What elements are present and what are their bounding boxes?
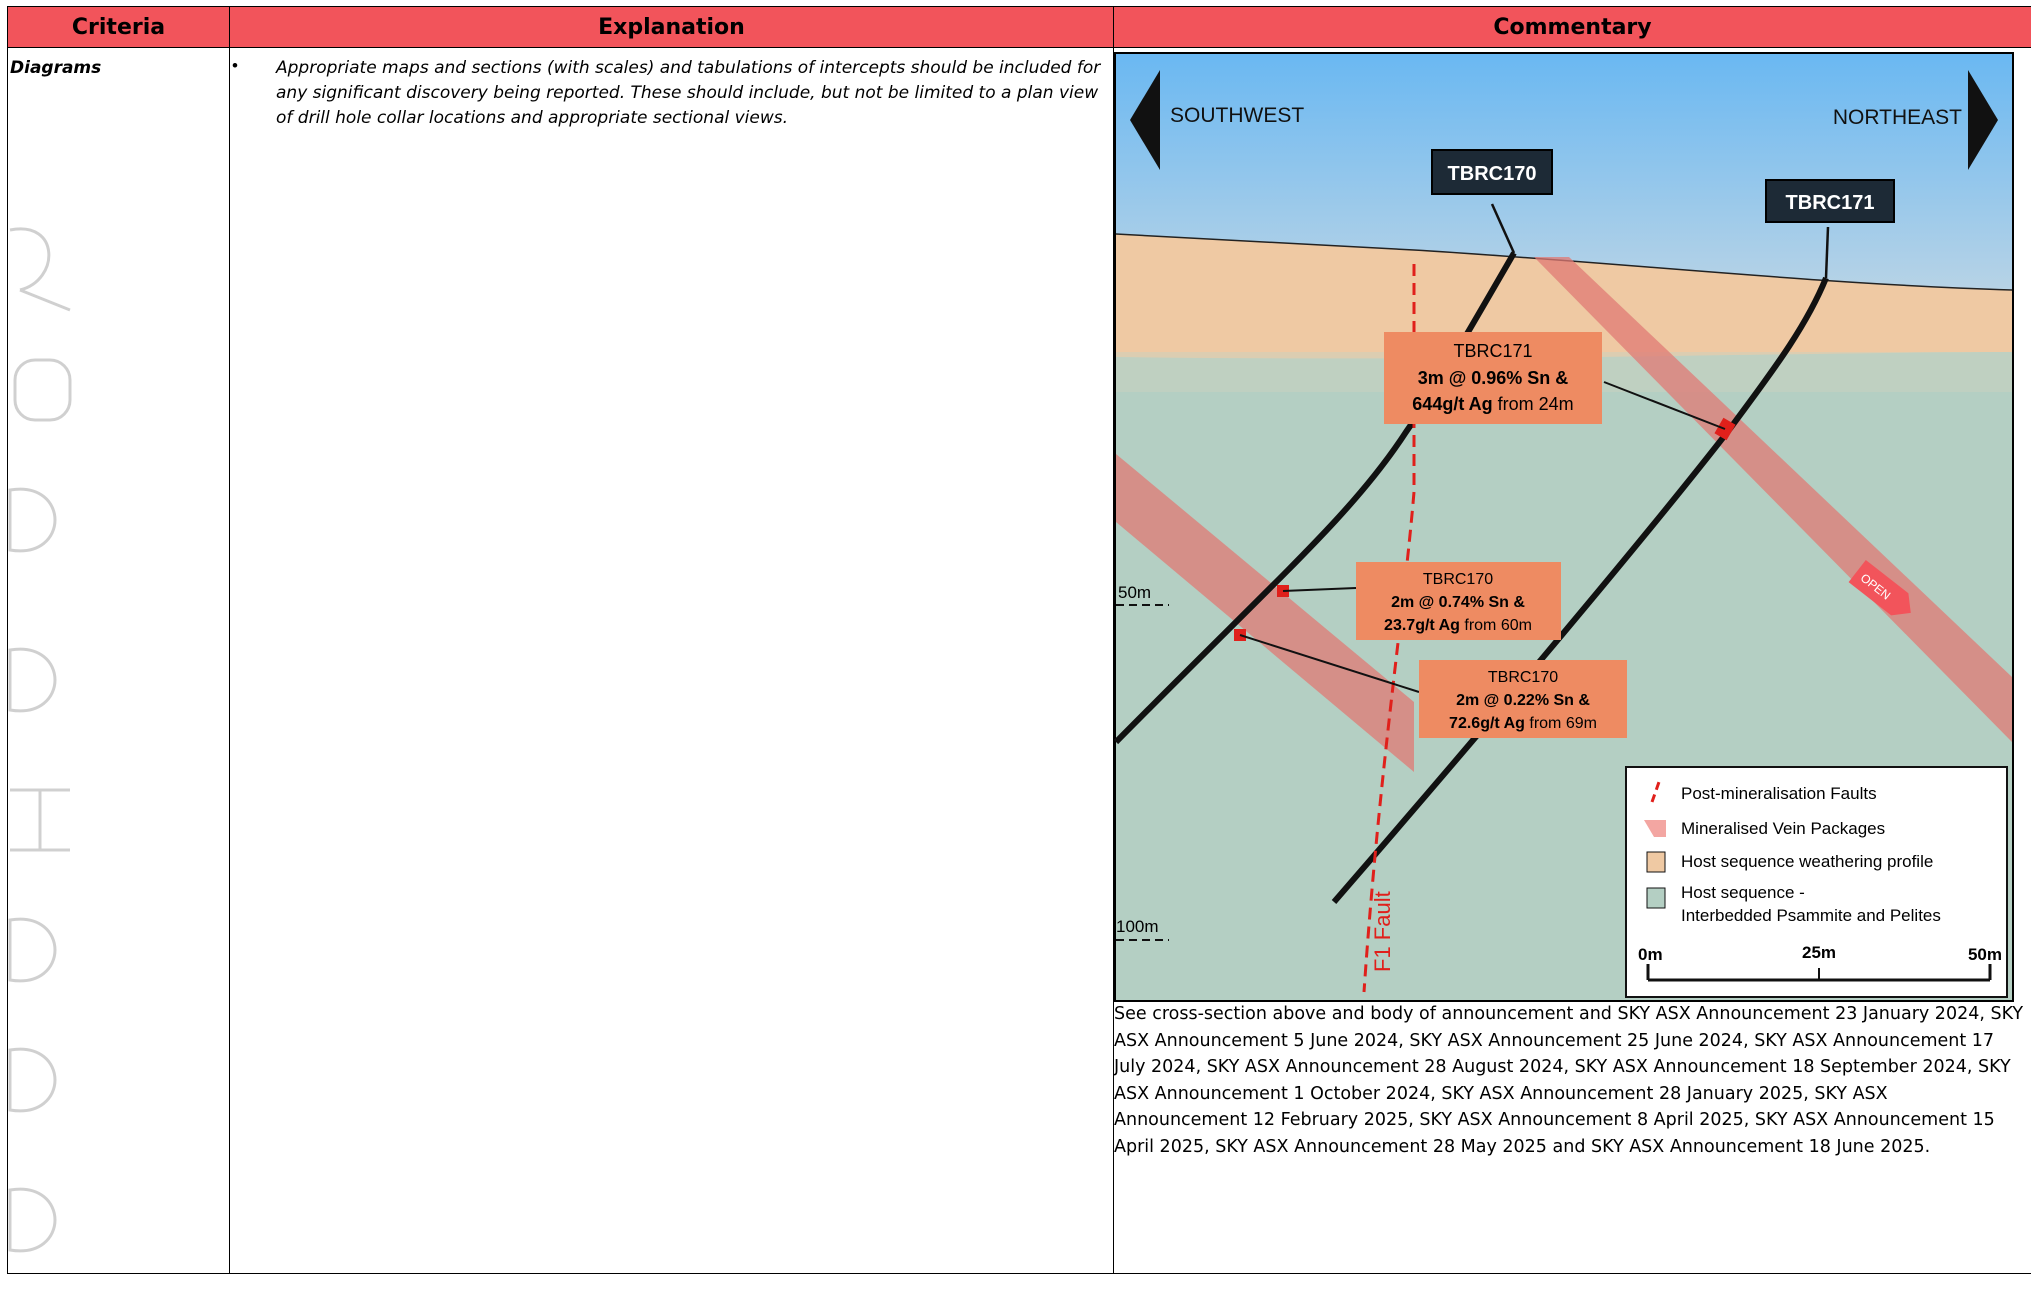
callout-from: from 24m	[1493, 394, 1574, 414]
header-criteria: Criteria	[8, 7, 230, 48]
svg-text:644g/t Ag from 24m: 644g/t Ag from 24m	[1412, 394, 1573, 414]
svg-text:23.7g/t Ag from 60m: 23.7g/t Ag from 60m	[1384, 617, 1532, 634]
callout-tbrc170-60m: TBRC170 2m @ 0.74% Sn & 23.7g/t Ag from …	[1356, 562, 1561, 640]
svg-text:72.6g/t Ag from 69m: 72.6g/t Ag from 69m	[1449, 715, 1597, 732]
callout-from: from 60m	[1460, 617, 1532, 634]
commentary-cell: OPEN F1 Fault	[1114, 48, 2031, 1274]
table-header-row: Criteria Explanation Commentary	[8, 7, 2031, 48]
direction-northeast: NORTHEAST	[1833, 106, 1962, 129]
legend-item-weathering: Host sequence weathering profile	[1681, 852, 1933, 871]
criteria-label: Diagrams	[8, 48, 229, 78]
fault-label: F1 Fault	[1370, 891, 1395, 972]
commentary-text: See cross-section above and body of anno…	[1114, 997, 2031, 1160]
callout-ag: 644g/t Ag	[1412, 394, 1492, 414]
callout-line1: 2m @ 0.74% Sn &	[1391, 594, 1525, 611]
explanation-cell: • Appropriate maps and sections (with sc…	[230, 48, 1114, 1274]
legend-item-veins: Mineralised Vein Packages	[1681, 819, 1885, 838]
scale-label-25m: 25m	[1802, 943, 1836, 962]
callout-tbrc170-69m: TBRC170 2m @ 0.22% Sn & 72.6g/t Ag from …	[1419, 660, 1627, 738]
depth-label-100m: 100m	[1116, 917, 1159, 936]
header-commentary: Commentary	[1114, 7, 2031, 48]
hole-label-tbrc170: TBRC170	[1448, 163, 1537, 185]
depth-label-50m: 50m	[1118, 583, 1151, 602]
callout-hole: TBRC170	[1423, 571, 1493, 588]
legend-item-faults: Post-mineralisation Faults	[1681, 784, 1877, 803]
bullet: •	[232, 56, 276, 131]
callout-tbrc171: TBRC171 3m @ 0.96% Sn & 644g/t Ag from 2…	[1384, 332, 1602, 424]
scale-label-50m: 50m	[1968, 945, 2002, 964]
criteria-table: Criteria Explanation Commentary Diagrams…	[7, 6, 2031, 1274]
table-row: Diagrams • Appropriate maps and sections…	[8, 48, 2031, 1274]
header-explanation: Explanation	[230, 7, 1114, 48]
callout-from: from 69m	[1525, 715, 1597, 732]
legend-item-host: Host sequence -	[1681, 883, 1805, 902]
legend: Post-mineralisation Faults Mineralised V…	[1626, 767, 2007, 997]
cross-section-figure: OPEN F1 Fault	[1114, 52, 2031, 1002]
explanation-text: Appropriate maps and sections (with scal…	[276, 56, 1109, 131]
criteria-cell: Diagrams	[8, 48, 230, 1274]
callout-ag: 72.6g/t Ag	[1449, 715, 1525, 732]
callout-line1: 2m @ 0.22% Sn &	[1456, 692, 1590, 709]
legend-item-host-desc: Interbedded Psammite and Pelites	[1681, 906, 1941, 925]
callout-hole: TBRC171	[1453, 341, 1532, 361]
hole-label-tbrc171: TBRC171	[1786, 192, 1875, 214]
direction-southwest: SOUTHWEST	[1170, 104, 1304, 127]
callout-hole: TBRC170	[1488, 669, 1558, 686]
callout-ag: 23.7g/t Ag	[1384, 617, 1460, 634]
callout-line1: 3m @ 0.96% Sn &	[1418, 368, 1569, 388]
scale-label-0m: 0m	[1638, 945, 1663, 964]
